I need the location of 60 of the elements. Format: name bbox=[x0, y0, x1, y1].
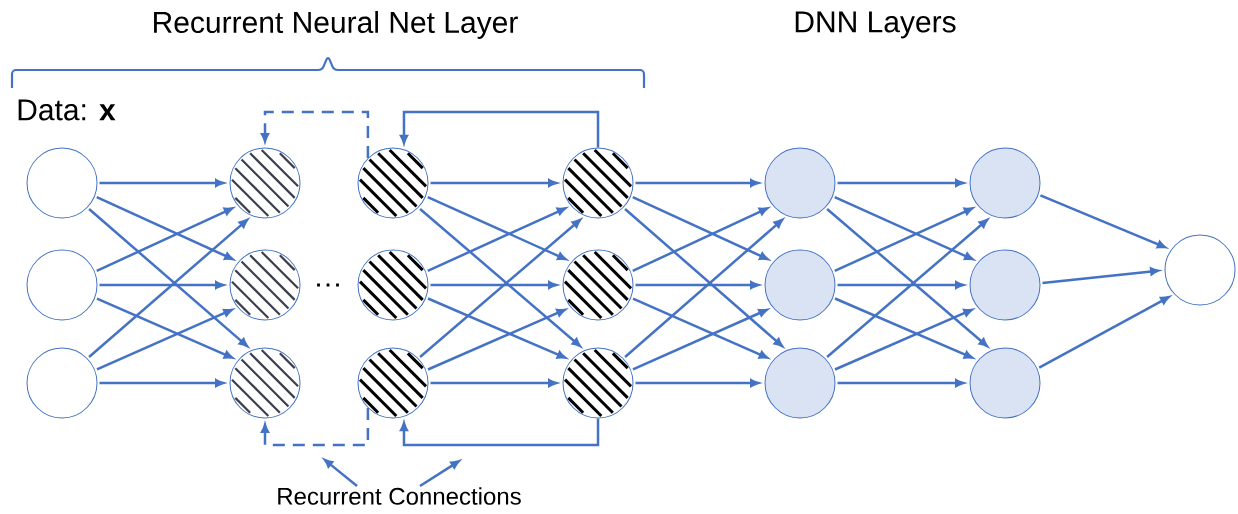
arrow bbox=[635, 178, 760, 188]
arrow bbox=[834, 207, 974, 272]
arrow bbox=[632, 196, 769, 261]
arrow bbox=[635, 378, 760, 388]
layer-title: DNN Layers bbox=[795, 11, 956, 39]
arrow bbox=[99, 178, 225, 188]
hatched-circle bbox=[562, 147, 634, 219]
arrow bbox=[96, 308, 233, 371]
hatched-circle bbox=[357, 249, 429, 321]
arrow bbox=[837, 178, 965, 188]
neuron-circle bbox=[969, 249, 1041, 321]
neuron-circle bbox=[969, 147, 1041, 219]
caption-text: Recurrent Connections bbox=[278, 487, 521, 505]
arrow bbox=[427, 308, 566, 371]
neuron-circle bbox=[26, 347, 98, 419]
neuron-circle bbox=[1164, 234, 1236, 306]
layer-title: Recurrent Neural Net Layer bbox=[154, 11, 518, 39]
arrow bbox=[834, 196, 974, 261]
arrow bbox=[635, 280, 760, 290]
arrow bbox=[834, 297, 974, 359]
neuron-circle bbox=[26, 147, 98, 219]
arrow bbox=[430, 378, 558, 388]
recurrent-arrow bbox=[399, 418, 600, 447]
hatched-circle bbox=[229, 347, 301, 419]
hatched-circle bbox=[229, 147, 301, 219]
neuron-circle bbox=[969, 347, 1041, 419]
arrow bbox=[427, 207, 567, 272]
arrow bbox=[1042, 267, 1160, 285]
leader-line bbox=[323, 458, 358, 487]
arrow bbox=[427, 297, 567, 359]
arrow bbox=[427, 196, 567, 261]
leader-line bbox=[419, 460, 460, 488]
arrow bbox=[1039, 194, 1167, 249]
arrow bbox=[430, 178, 558, 188]
hatched-circle bbox=[357, 347, 429, 419]
recurrent-arrow bbox=[260, 110, 370, 158]
ellipsis: … bbox=[317, 283, 339, 287]
neuron-circle bbox=[26, 249, 98, 321]
arrow bbox=[632, 297, 769, 359]
neuron-circle bbox=[764, 147, 836, 219]
arrow bbox=[430, 280, 558, 290]
neuron-circle bbox=[764, 347, 836, 419]
arrow bbox=[1038, 296, 1170, 369]
arrow bbox=[834, 308, 973, 371]
recurrent-arrow bbox=[399, 110, 600, 148]
hatched-circle bbox=[562, 347, 634, 419]
hatched-circle bbox=[357, 147, 429, 219]
hatched-circle bbox=[562, 249, 634, 321]
arrow bbox=[837, 280, 965, 290]
arrow bbox=[96, 207, 234, 272]
arrow bbox=[96, 196, 234, 261]
neuron-circle bbox=[764, 249, 836, 321]
arrow bbox=[632, 308, 768, 371]
arrow bbox=[99, 280, 225, 290]
arrow bbox=[837, 378, 965, 388]
arrow bbox=[96, 297, 234, 359]
recurrent-arrow bbox=[260, 408, 370, 447]
hatched-circle bbox=[229, 249, 301, 321]
arrow bbox=[632, 207, 769, 272]
arrow bbox=[99, 378, 225, 388]
